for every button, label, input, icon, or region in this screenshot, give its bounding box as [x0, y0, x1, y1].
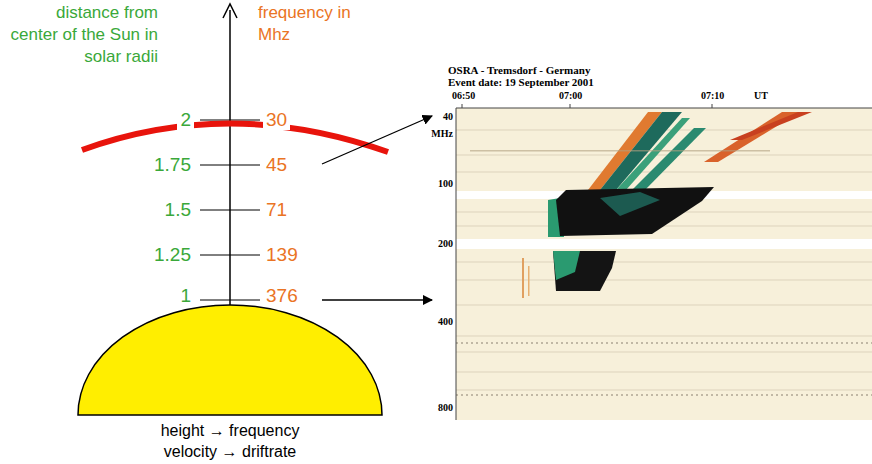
- distance-value: 1.75: [154, 155, 191, 175]
- frequency-value: 71: [266, 200, 287, 220]
- frequency-tick: 40: [443, 111, 453, 123]
- frequency-value: 30: [263, 110, 290, 130]
- frequency-tick: 100: [438, 178, 453, 190]
- frequency-value: 139: [266, 245, 298, 265]
- spectrogram-title: OSRA - Tremsdorf - Germany: [448, 64, 590, 76]
- frequency-value: 376: [266, 286, 298, 306]
- axis-heading: frequency in Mhz: [258, 2, 353, 46]
- spectrogram-date: Event date: 19 September 2001: [448, 76, 594, 88]
- axis-ticks: [200, 120, 260, 300]
- frequency-tick: 200: [438, 238, 453, 250]
- time-unit: UT: [754, 90, 768, 102]
- sun-disk: [78, 305, 382, 415]
- time-tick: 06:50: [452, 90, 475, 102]
- height-axis: [229, 10, 231, 305]
- spectrogram: [456, 104, 872, 420]
- time-tick: 07:10: [701, 90, 724, 102]
- distance-value: 2: [177, 110, 194, 130]
- distance-value: 1: [180, 286, 191, 306]
- leader-arrow: [322, 116, 432, 164]
- mapping-note: height → frequency: [80, 421, 380, 441]
- frequency-tick: 400: [438, 316, 453, 328]
- axis-arrowhead: [223, 4, 237, 18]
- axis-heading: distance from center of the Sun in solar…: [8, 2, 158, 68]
- frequency-unit: MHz: [431, 128, 453, 140]
- frequency-tick: 800: [438, 402, 453, 414]
- time-tick: 07:00: [559, 90, 582, 102]
- distance-value: 1.5: [165, 200, 191, 220]
- distance-value: 1.25: [154, 245, 191, 265]
- frequency-value: 45: [266, 155, 287, 175]
- shock-front-arc: [82, 123, 388, 152]
- leader-arrow: [322, 299, 432, 300]
- mapping-note: velocity → driftrate: [80, 442, 380, 462]
